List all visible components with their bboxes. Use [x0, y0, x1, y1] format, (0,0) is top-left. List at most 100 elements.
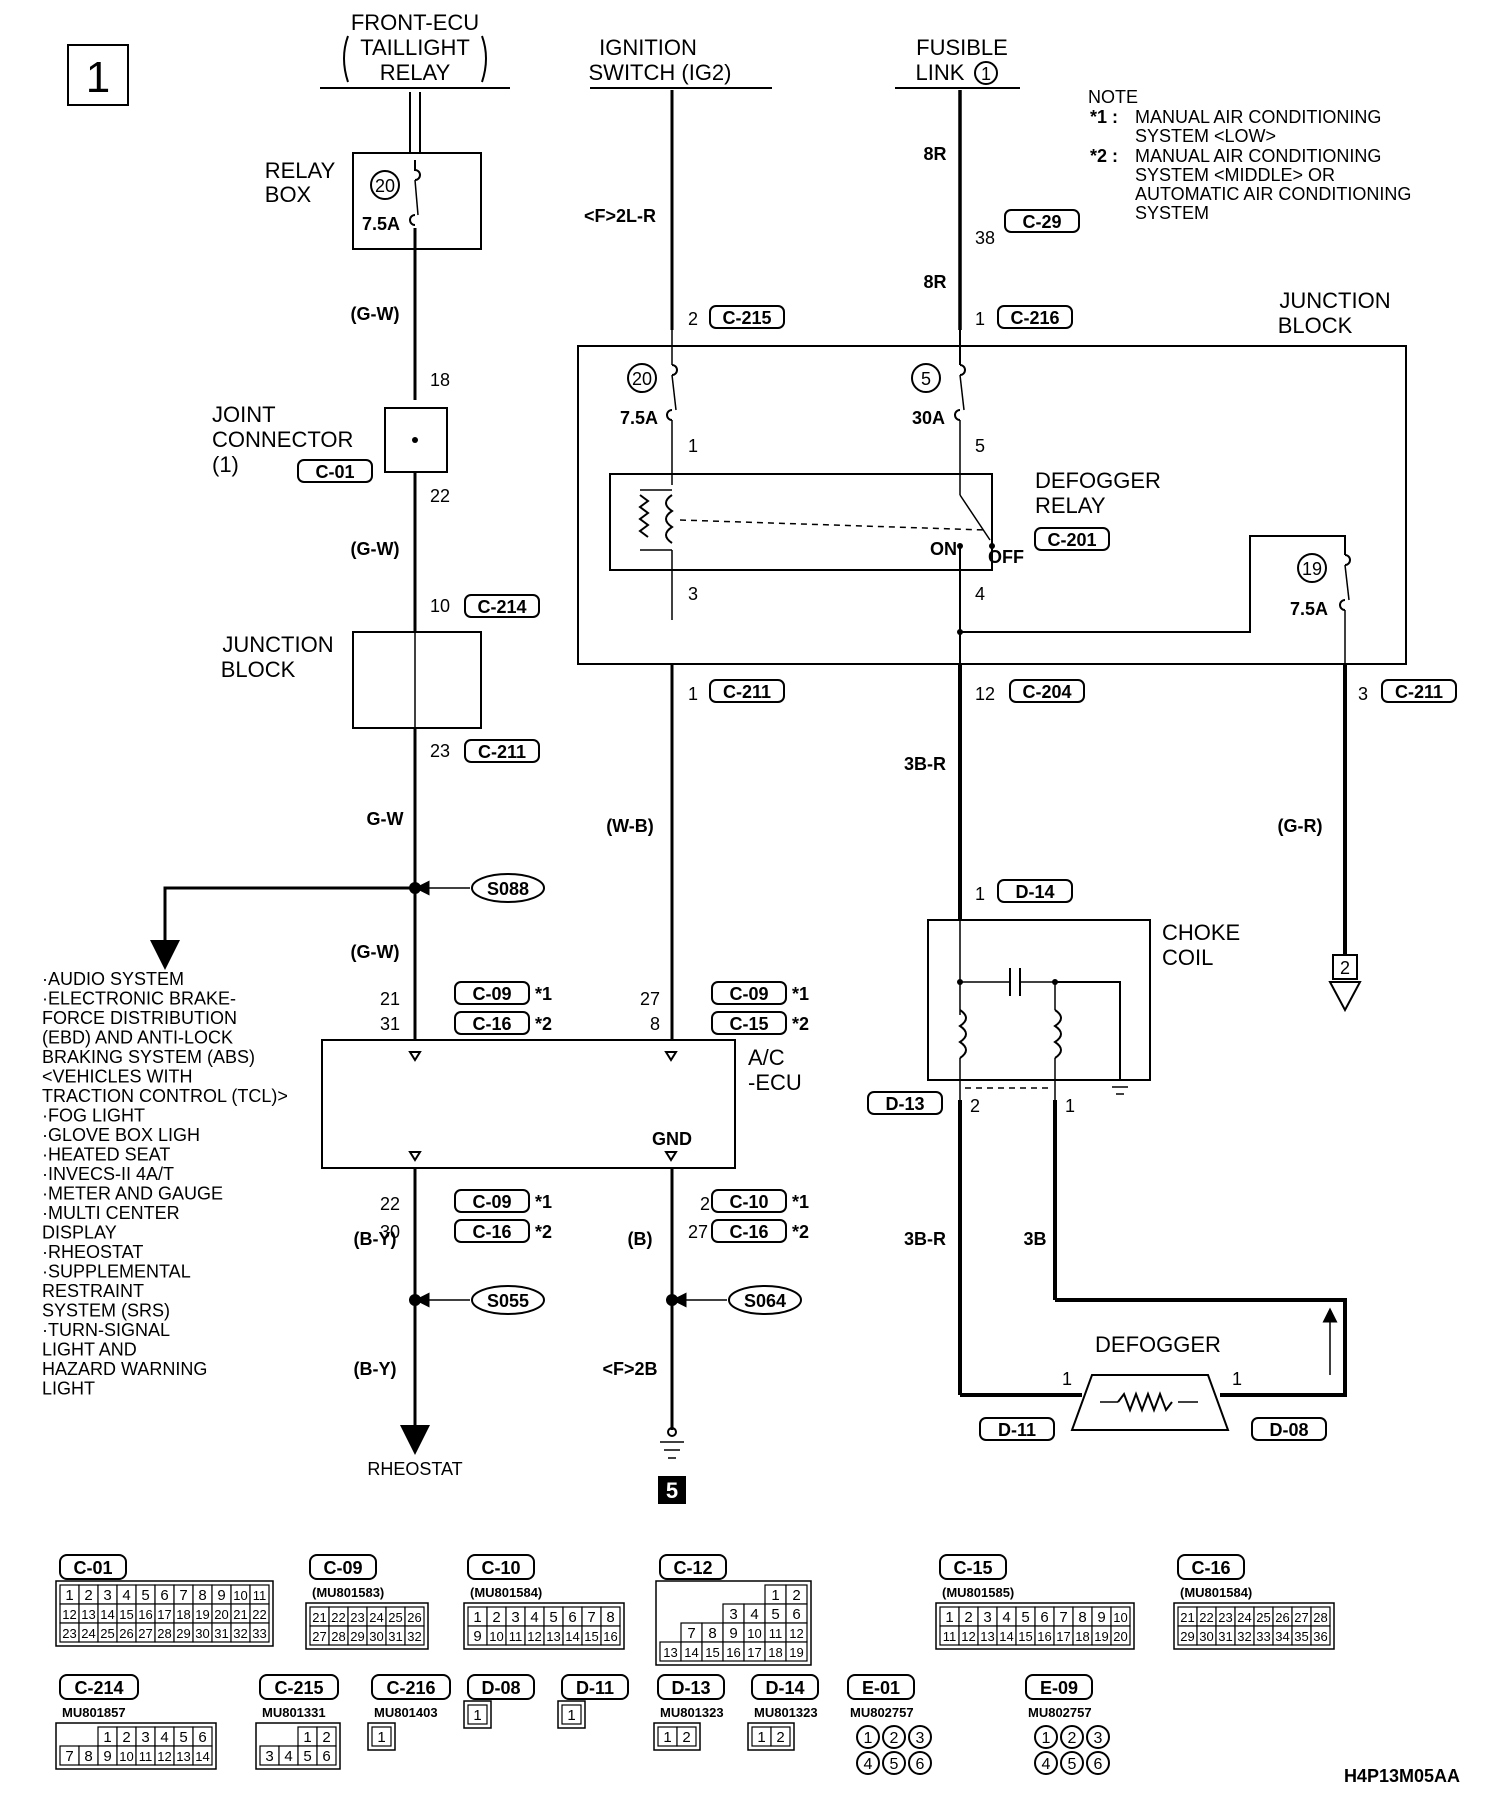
- legend-pin: 23: [1218, 1610, 1232, 1625]
- legend-pin: 33: [252, 1626, 266, 1641]
- legend-connector: D-111: [557, 1674, 629, 1729]
- connector-c204-id: C-204: [1022, 682, 1071, 702]
- legend-pin: 5: [141, 1587, 149, 1604]
- system-item: ·SUPPLEMENTAL: [42, 1262, 191, 1282]
- system-item: DISPLAY: [42, 1223, 117, 1243]
- c211b-pin: 1: [688, 684, 698, 704]
- legend-pin: 1: [663, 1729, 671, 1746]
- legend-pin: 11: [943, 1629, 957, 1644]
- connector-c29-id: C-29: [1022, 212, 1061, 232]
- legend-pin: 32: [407, 1629, 421, 1644]
- legend-pin: 24: [81, 1626, 95, 1641]
- connector-c01-id: C-01: [315, 462, 354, 482]
- legend-connector-id: C-215: [274, 1678, 323, 1698]
- fuse-20-relaybox-rating: 7.5A: [362, 214, 400, 234]
- source-taillight-line3: RELAY: [380, 60, 451, 85]
- legend-pin: 5: [1068, 1756, 1077, 1773]
- system-item: ·TURN-SIGNAL: [42, 1320, 170, 1340]
- legend-pin: 19: [789, 1645, 803, 1660]
- legend-pin: 6: [916, 1756, 925, 1773]
- wire-gw-3: G-W: [367, 809, 404, 829]
- legend-pin: 27: [138, 1626, 152, 1641]
- connector-c09-out-id: C-09: [472, 1192, 511, 1212]
- source-ignition-line2: SWITCH (IG2): [589, 60, 732, 85]
- fuse-20-jb-rating: 7.5A: [620, 408, 658, 428]
- c09-ig-pin: 27: [640, 989, 660, 1009]
- legend-pin: 7: [1059, 1609, 1067, 1626]
- legend-pin: 14: [565, 1629, 579, 1644]
- legend-pin: 22: [331, 1610, 345, 1625]
- legend-pin: 11: [253, 1588, 267, 1603]
- legend-part-number: MU801323: [754, 1705, 818, 1720]
- connector-c10-gnd-id: C-10: [729, 1192, 768, 1212]
- gnd-label: GND: [652, 1129, 692, 1149]
- note-2-mark: *2 :: [1090, 146, 1118, 166]
- legend-pin: 18: [1075, 1629, 1089, 1644]
- legend-part-number: MU802757: [1028, 1705, 1092, 1720]
- left-circuit: RELAY BOX 20 7.5A (G-W) 18 JOINT CONNECT…: [150, 92, 545, 1040]
- note-1-line2: SYSTEM <LOW>: [1135, 126, 1276, 146]
- connector-d13-id: D-13: [885, 1094, 924, 1114]
- legend-pin: 1: [864, 1730, 873, 1747]
- wire-3br-2: 3B-R: [904, 1229, 946, 1249]
- diagram-code: H4P13M05AA: [1344, 1766, 1460, 1786]
- legend-pin: 9: [729, 1625, 737, 1642]
- legend-pin: 11: [139, 1749, 153, 1764]
- note-2-line1: MANUAL AIR CONDITIONING: [1135, 146, 1381, 166]
- source-ignition-switch: IGNITION SWITCH (IG2): [589, 35, 772, 89]
- connector-c215-id: C-215: [722, 308, 771, 328]
- legend-pin: 36: [1313, 1629, 1327, 1644]
- note-2-line4: SYSTEM: [1135, 203, 1209, 223]
- splice-s055: S055: [487, 1291, 529, 1311]
- legend-pin: 14: [999, 1629, 1013, 1644]
- legend-connector-id: C-216: [386, 1678, 435, 1698]
- choke-coil-label-1: CHOKE: [1162, 920, 1240, 945]
- c16-out-mark: *2: [535, 1222, 552, 1242]
- system-item: <VEHICLES WITH: [42, 1067, 193, 1087]
- legend-pin: 12: [961, 1629, 975, 1644]
- legend-pin: 11: [509, 1629, 523, 1644]
- c16-in-mark: *2: [535, 1014, 552, 1034]
- legend-pin: 12: [789, 1626, 803, 1641]
- legend-connector-id: C-16: [1191, 1558, 1230, 1578]
- fuse-20-jb-no: 20: [632, 369, 652, 389]
- legend-pin: 17: [1056, 1629, 1070, 1644]
- legend-pin: 3: [103, 1587, 111, 1604]
- system-item: (EBD) AND ANTI-LOCK: [42, 1028, 233, 1048]
- ac-ecu: 21 C-09 *1 31 C-16 *2 27 C-09 *1 8 C-15 …: [321, 981, 809, 1243]
- legend-pin: 1: [567, 1707, 575, 1724]
- legend-pin: 34: [1275, 1629, 1289, 1644]
- legend-pin: 22: [1199, 1610, 1213, 1625]
- legend-pin: 7: [587, 1609, 595, 1626]
- splice-s064: S064: [744, 1291, 786, 1311]
- legend-pin: 16: [138, 1607, 152, 1622]
- centre-circuit: <F>2L-R 2 C-215: [584, 90, 785, 330]
- connector-c211a-id: C-211: [478, 742, 526, 762]
- legend-pin: 10: [489, 1629, 503, 1644]
- legend-pin: 30: [369, 1629, 383, 1644]
- legend-pin: 7: [687, 1625, 695, 1642]
- legend-pin: 12: [527, 1629, 541, 1644]
- c15-ig-mark: *2: [792, 1014, 809, 1034]
- junction-block-left: [352, 631, 482, 729]
- offpage-2: 2: [1340, 958, 1350, 978]
- legend-pin: 5: [771, 1606, 779, 1623]
- defogger-label: DEFOGGER: [1095, 1332, 1221, 1357]
- d11-pin: 1: [1062, 1369, 1072, 1389]
- rheostat-label: RHEOSTAT: [367, 1459, 462, 1479]
- legend-pin: 8: [198, 1587, 206, 1604]
- ground-5: 5: [666, 1478, 678, 1503]
- legend-pin: 25: [1256, 1610, 1270, 1625]
- system-item: LIGHT AND: [42, 1340, 137, 1360]
- legend-pin: 1: [757, 1729, 765, 1746]
- system-item: ·METER AND GAUGE: [42, 1184, 223, 1204]
- legend-pin: 2: [964, 1609, 972, 1626]
- legend-pin: 20: [214, 1607, 228, 1622]
- c16-gnd-mark: *2: [792, 1222, 809, 1242]
